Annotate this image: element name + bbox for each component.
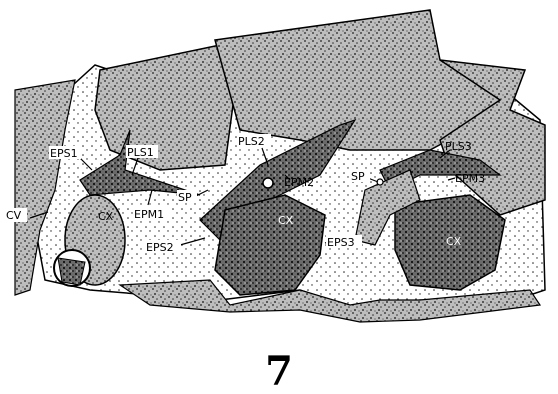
svg-text:EPS3: EPS3	[327, 236, 355, 249]
svg-text:PLS1: PLS1	[127, 146, 154, 159]
label-cx3: CX	[446, 235, 462, 248]
svg-text:CV: CV	[6, 209, 22, 222]
svg-text:SP: SP	[178, 191, 192, 204]
figure-number: 7	[265, 348, 293, 394]
label-epm3: EPM3	[455, 172, 485, 185]
spiracle-2	[263, 178, 273, 188]
label-pls2: PLS2	[237, 134, 271, 148]
svg-text:EPS2: EPS2	[146, 241, 174, 254]
svg-text:SP: SP	[351, 170, 365, 183]
label-eps1: EPS1	[49, 146, 81, 160]
svg-text:CX: CX	[278, 214, 294, 227]
label-pls1: PLS1	[126, 145, 158, 159]
label-cv: CV	[5, 208, 27, 222]
label-cx1: CX	[98, 210, 114, 223]
label-eps2: EPS2	[145, 240, 181, 254]
svg-text:CX: CX	[446, 235, 462, 248]
label-pls3: PLS3	[445, 140, 472, 153]
leg-socket-1-dark	[58, 258, 85, 285]
svg-text:EPM2: EPM2	[284, 176, 314, 189]
label-epm2: EPM2	[284, 176, 314, 189]
label-cx2: CX	[278, 214, 294, 227]
svg-text:PLS3: PLS3	[445, 140, 472, 153]
prothorax-plate	[95, 45, 235, 170]
svg-text:EPM1: EPM1	[134, 208, 164, 221]
label-sp1: SP	[177, 190, 197, 204]
label-eps3: EPS3	[326, 235, 362, 249]
label-sp2: SP	[350, 169, 370, 183]
svg-text:CX: CX	[98, 210, 114, 223]
svg-text:EPS1: EPS1	[50, 147, 78, 160]
svg-text:PLS2: PLS2	[238, 135, 265, 148]
label-epm1: EPM1	[133, 207, 171, 221]
svg-text:EPM3: EPM3	[455, 172, 485, 185]
